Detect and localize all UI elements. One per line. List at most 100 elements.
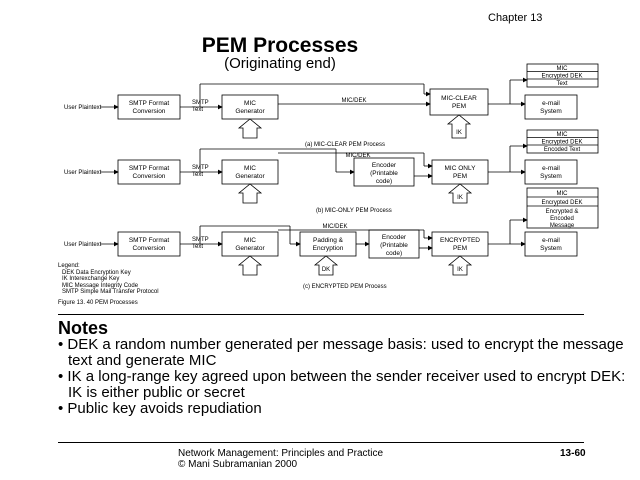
mic-generator-label-a1: MIC bbox=[244, 100, 256, 107]
smtp-format-label-a1: SMTP Format bbox=[129, 100, 170, 107]
encoder-label-c3: code) bbox=[386, 250, 402, 257]
user-plaintext-label-a: User Plaintext bbox=[64, 105, 102, 111]
legend-heading: Legend: bbox=[58, 263, 80, 269]
message-box-a bbox=[526, 63, 599, 88]
smtp-text-label-a1: SMTP bbox=[192, 100, 209, 106]
ik-input-arrow-b bbox=[447, 183, 473, 204]
padding-encryption-box bbox=[299, 231, 357, 257]
encoder-label-c2: (Printable bbox=[380, 242, 408, 249]
smtp-format-box-a bbox=[117, 94, 181, 120]
padding-encryption-label-1: Padding & bbox=[313, 237, 344, 244]
encoder-label-b1: Encoder bbox=[372, 162, 397, 169]
footer: Network Management: Principles and Pract… bbox=[178, 448, 383, 470]
rule-top bbox=[58, 314, 584, 315]
msg-c-line-4: Encoded bbox=[550, 216, 574, 222]
email-system-box-a bbox=[524, 94, 578, 120]
msg-a-line-1: MIC bbox=[557, 66, 569, 72]
mic-generator-label-a2: Generator bbox=[235, 108, 265, 115]
dk-label-c: DK bbox=[322, 267, 330, 273]
smtp-text-label-b2: Text bbox=[192, 172, 203, 178]
email-system-box-c bbox=[524, 231, 578, 257]
smtp-format-label-a2: Conversion bbox=[133, 108, 166, 115]
email-system-label-c1: e-mail bbox=[542, 237, 560, 244]
ik-label-c: IK bbox=[457, 267, 463, 273]
message-box-b bbox=[526, 129, 599, 154]
email-system-label-c2: System bbox=[540, 245, 562, 252]
smtp-text-label-a2: Text bbox=[192, 107, 203, 113]
encrypted-pem-label-2: PEM bbox=[453, 245, 467, 252]
note-item-dek: • DEK a random number generated per mess… bbox=[58, 336, 624, 369]
mic-generator-box-c bbox=[221, 231, 279, 257]
msg-b-line-3: Encoded Text bbox=[544, 147, 581, 153]
user-plaintext-label-b: User Plaintext bbox=[64, 170, 102, 176]
smtp-format-box-b bbox=[117, 159, 181, 185]
legend-item-smtp: SMTP Simple Mail Transfer Protocol bbox=[62, 289, 159, 295]
msg-c-line-2: Encrypted DEK bbox=[541, 200, 582, 206]
mic-clear-pem-box bbox=[429, 88, 489, 116]
dk-input-arrow-c bbox=[313, 255, 339, 276]
chapter-label: Chapter 13 bbox=[488, 12, 543, 24]
email-system-label-b1: e-mail bbox=[542, 165, 560, 172]
smtp-format-label-b1: SMTP Format bbox=[129, 165, 170, 172]
msg-c-line-1: MIC bbox=[557, 191, 569, 197]
email-system-label-b2: System bbox=[540, 173, 562, 180]
mic-generator-box-b bbox=[221, 159, 279, 185]
msg-c-line-5: Message bbox=[550, 223, 575, 229]
legend-item-dek: DEK Data Encryption Key bbox=[62, 269, 131, 276]
smtp-text-label-c1: SMTP bbox=[192, 237, 209, 243]
footer-copyright: © Mani Subramanian 2000 bbox=[178, 459, 298, 470]
mic-only-pem-box bbox=[431, 159, 489, 185]
mic-generator-label-b2: Generator bbox=[235, 173, 265, 180]
footer-book-title: Network Management: Principles and Pract… bbox=[178, 448, 384, 459]
smtp-text-label-c2: Text bbox=[192, 244, 203, 250]
smtp-format-label-c2: Conversion bbox=[133, 245, 166, 252]
user-plaintext-label-c: User Plaintext bbox=[64, 242, 102, 248]
note-item-public-key: • Public key avoids repudiation bbox=[58, 400, 262, 417]
msg-b-line-2: Encrypted DEK bbox=[541, 140, 582, 146]
mic-generator-label-c2: Generator bbox=[235, 245, 265, 252]
caption-a: (a) MIC-CLEAR PEM Process bbox=[305, 142, 385, 148]
mic-clear-pem-label-1: MIC-CLEAR bbox=[441, 95, 477, 102]
smtp-text-label-b1: SMTP bbox=[192, 165, 209, 171]
notes-heading: Notes bbox=[58, 318, 109, 338]
dek-input-arrow-a bbox=[237, 118, 263, 139]
dek-input-arrow-c bbox=[237, 255, 263, 276]
ik-input-arrow-c bbox=[447, 255, 473, 276]
smtp-format-label-b2: Conversion bbox=[133, 173, 166, 180]
email-system-box-b bbox=[524, 159, 578, 185]
diagram-legend: Legend: DEK Data Encryption Key IK Inter… bbox=[58, 263, 159, 306]
ik-label-a: IK bbox=[456, 130, 462, 136]
notes-list: • DEK a random number generated per mess… bbox=[58, 337, 638, 417]
encrypted-pem-label-1: ENCRYPTED bbox=[440, 237, 480, 244]
slide-subtitle: (Originating end) bbox=[224, 55, 336, 72]
dek-input-arrow-b bbox=[237, 183, 263, 204]
msg-a-line-3: Text bbox=[556, 81, 567, 87]
ik-input-arrow-a bbox=[446, 114, 472, 139]
smtp-format-label-c1: SMTP Format bbox=[129, 237, 170, 244]
mic-generator-label-c1: MIC bbox=[244, 237, 256, 244]
slide-title: PEM Processes bbox=[201, 34, 359, 57]
caption-c: (c) ENCRYPTED PEM Process bbox=[303, 284, 387, 290]
mic-generator-box-a bbox=[221, 94, 279, 120]
mic-generator-label-b1: MIC bbox=[244, 165, 256, 172]
encoder-label-b3: code) bbox=[376, 178, 392, 185]
mic-only-pem-label-1: MIC ONLY bbox=[445, 165, 477, 172]
caption-b: (b) MIC-ONLY PEM Process bbox=[316, 208, 392, 214]
figure-caption: Figure 13. 40 PEM Processes bbox=[58, 299, 138, 306]
msg-b-line-1: MIC bbox=[557, 132, 569, 138]
mic-dek-label-b: MIC/DEK bbox=[345, 153, 370, 159]
pem-diagram: User Plaintext SMTP Format Conversion SM… bbox=[64, 63, 599, 290]
mic-clear-pem-label-2: PEM bbox=[452, 103, 466, 110]
mic-only-pem-label-2: PEM bbox=[453, 173, 467, 180]
rule-bottom bbox=[58, 442, 584, 443]
encoder-label-c1: Encoder bbox=[382, 234, 407, 241]
mic-dek-label-c: MIC/DEK bbox=[322, 224, 347, 230]
legend-item-mic: MIC Message Integrity Code bbox=[62, 282, 139, 289]
mic-dek-label-a: MIC/DEK bbox=[341, 98, 366, 104]
legend-item-ik: IK Interexchange Key bbox=[62, 276, 120, 282]
page-number: 13-60 bbox=[560, 448, 586, 459]
encoder-label-b2: (Printable bbox=[370, 170, 398, 177]
msg-c-line-3: Encrypted & bbox=[546, 209, 579, 215]
msg-a-line-2: Encrypted DEK bbox=[541, 74, 582, 80]
smtp-format-box-c bbox=[117, 231, 181, 257]
